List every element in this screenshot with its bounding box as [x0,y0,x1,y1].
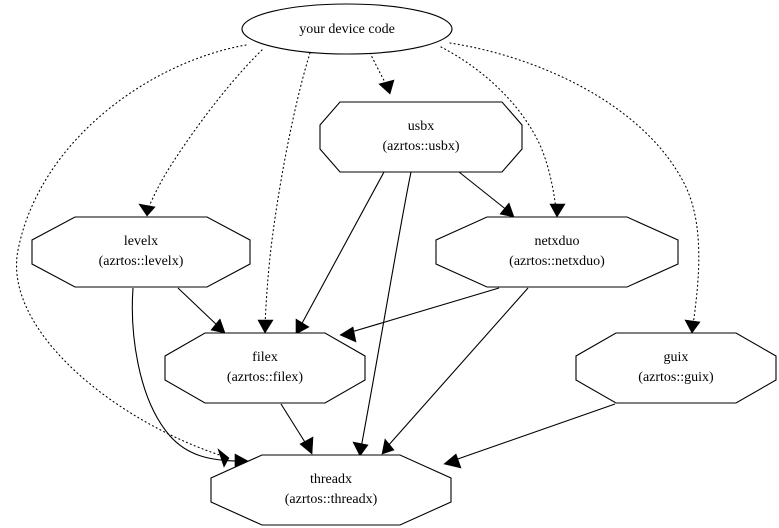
node-filex-label-namespace: (azrtos::filex) [227,370,304,385]
node-threadx-label-name: threadx [310,472,352,487]
arrow-head-icon [138,203,156,217]
edge-device-to-filex [257,52,311,334]
node-levelx-shape[interactable] [31,216,251,288]
edge-filex-to-threadx [280,403,314,455]
arrow-head-icon [381,438,395,455]
node-usbx-label-name: usbx [408,119,434,134]
arrow-head-icon [217,448,230,468]
node-threadx-label-namespace: (azrtos::threadx) [285,492,378,507]
node-filex-label-name: filex [252,350,278,365]
edge-path [440,46,557,210]
edge-path [131,287,241,462]
edge-path [177,287,220,328]
arrow-head-icon [549,203,566,218]
node-filex[interactable]: filex (azrtos::filex) [164,332,366,404]
edge-guix-to-threadx [443,403,616,469]
arrow-head-icon [299,436,314,455]
edge-path [386,287,529,448]
edge-path [451,403,616,462]
node-guix-label-name: guix [664,350,689,365]
node-usbx[interactable]: usbx (azrtos::usbx) [319,101,523,173]
arrow-head-icon [352,441,369,457]
edge-path [369,52,388,87]
node-threadx[interactable]: threadx (azrtos::threadx) [210,454,452,526]
edge-usbx-to-filex [295,171,385,335]
edge-device-to-threadx [16,44,247,468]
edge-netxduo-to-filex [339,287,500,343]
edge-path [147,49,263,210]
edge-path [16,44,247,459]
edge-netxduo-to-threadx [381,287,529,455]
node-guix-shape[interactable] [575,332,777,404]
arrow-head-icon [210,318,226,334]
edge-path [360,171,412,449]
edge-device-to-netxduo [440,46,566,218]
edge-path [280,403,309,448]
node-device[interactable]: your device code [241,3,453,55]
node-levelx[interactable]: levelx (azrtos::levelx) [31,216,251,288]
edge-path [264,52,311,326]
edge-path [347,287,500,334]
node-netxduo-label-name: netxduo [534,234,579,249]
arrow-head-icon [443,453,462,469]
arrow-head-icon [499,202,515,218]
edge-path [458,171,509,212]
edge-path [449,42,700,326]
edge-device-to-usbx [369,52,395,95]
node-guix-label-namespace: (azrtos::guix) [638,370,714,385]
edge-device-to-guix [449,42,701,334]
node-device-shape[interactable] [241,3,453,55]
arrow-head-icon [378,79,395,95]
node-netxduo-label-namespace: (azrtos::netxduo) [509,254,605,269]
node-netxduo-shape[interactable] [435,216,679,288]
edge-levelx-to-filex [177,287,226,334]
arrow-head-icon [257,319,274,334]
node-threadx-shape[interactable] [210,454,452,526]
node-netxduo[interactable]: netxduo (azrtos::netxduo) [435,216,679,288]
edge-usbx-to-netxduo [458,171,515,218]
edge-usbx-to-threadx [352,171,412,457]
arrow-head-icon [684,319,701,334]
node-usbx-label-namespace: (azrtos::usbx) [383,139,460,154]
node-filex-shape[interactable] [164,332,366,404]
edge-layer [16,42,701,470]
arrow-head-icon [339,326,357,343]
node-device-label: your device code [299,22,395,37]
node-levelx-label-name: levelx [124,234,158,249]
node-levelx-label-namespace: (azrtos::levelx) [99,254,184,269]
arrow-head-icon [295,318,310,335]
node-layer: your device code usbx (azrtos::usbx) lev… [31,3,777,526]
node-usbx-shape[interactable] [319,101,523,173]
node-guix[interactable]: guix (azrtos::guix) [575,332,777,404]
edge-device-to-levelx [138,49,263,217]
edge-path [299,171,385,328]
